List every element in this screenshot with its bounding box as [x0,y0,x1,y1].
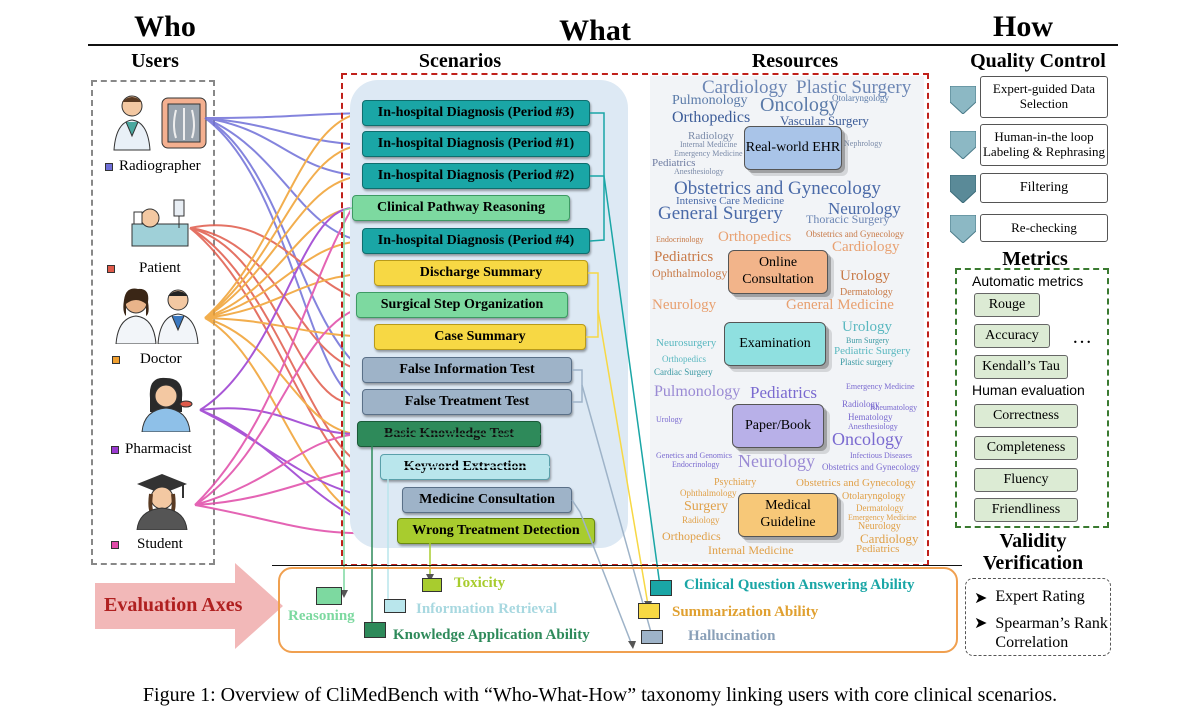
validity-spearman: ➤Spearman’s Rank Correlation [974,615,1108,652]
evaluation-axes-panel [278,567,958,653]
axis-reasoning: Reasoning [288,608,355,624]
header-rule [88,44,1118,46]
who-header: Who [134,10,196,43]
axis-toxicity-swatch [422,578,442,592]
axis-hallucination: Hallucination [688,628,776,644]
radiographer-icon [110,92,210,157]
axis-reasoning-swatch [316,587,342,605]
user-patient: Patient [107,260,181,277]
axis-information-retrieval-swatch [384,599,406,613]
scenario-surgical-step-organization: Surgical Step Organization [356,292,568,318]
pharmacist-icon [136,376,196,437]
resource-online-consultation: Online Consultation [728,250,828,294]
chevron-icon [950,215,976,243]
scenario-medicine-consultation: Medicine Consultation [402,487,572,513]
axis-knowledge-application: Knowledge Application Ability [393,627,590,643]
scenario-in-hospital-diagnosis-3: In-hospital Diagnosis (Period #3) [362,100,590,126]
metric-fluency: Fluency [974,468,1078,492]
scenario-discharge-summary: Discharge Summary [374,260,588,286]
metrics-subheader: Metrics [1002,248,1068,270]
resource-real-world-ehr: Real-world EHR [744,126,842,170]
qc-human-in-the-loop: Human-in-the loop Labeling & Rephrasing [980,124,1108,166]
student-icon [131,470,193,535]
quality-control-subheader: Quality Control [970,50,1106,72]
users-subheader: Users [131,50,179,72]
metric-completeness: Completeness [974,436,1078,460]
scenario-wrong-treatment-detection: Wrong Treatment Detection [397,518,595,544]
user-student: Student [111,536,183,553]
doctor-icon [112,286,202,349]
scenario-false-information-test: False Information Test [362,357,572,383]
qc-expert-guided-selection: Expert-guided Data Selection [980,76,1108,118]
scenario-in-hospital-diagnosis-2: In-hospital Diagnosis (Period #2) [362,163,590,189]
validity-expert-rating: ➤Expert Rating [974,588,1085,607]
scenario-in-hospital-diagnosis-4: In-hospital Diagnosis (Period #4) [362,228,590,254]
evaluation-axes-label: Evaluation Axes [104,594,243,616]
chevron-icon [950,86,976,114]
resource-paper-book: Paper/Book [732,404,824,448]
automatic-metrics-title: Automatic metrics [972,273,1084,289]
chevron-icon [950,175,976,203]
metrics-panel [955,268,1109,528]
axis-clinical-qa-swatch [650,580,672,596]
qc-re-checking: Re-checking [980,214,1108,242]
how-header: How [993,10,1053,43]
chevron-right-icon: ➤ [974,615,988,632]
scenarios-subheader: Scenarios [418,50,502,72]
axis-clinical-qa: Clinical Question Answering Ability [684,577,915,593]
figure-caption: Figure 1: Overview of CliMedBench with “… [142,684,1058,706]
metric-correctness: Correctness [974,404,1078,428]
axis-hallucination-swatch [641,630,663,644]
human-evaluation-title: Human evaluation [972,382,1085,398]
user-pharmacist: Pharmacist [111,441,192,458]
evaluation-axes-arrow [95,563,285,654]
metric-kendalls-tau: Kendall’s Tau [974,355,1068,379]
resource-examination: Examination [724,322,826,366]
scenario-false-treatment-test: False Treatment Test [362,389,572,415]
validity-panel [965,578,1111,656]
qc-filtering: Filtering [980,173,1108,203]
validity-subheader: Validity Verification [982,530,1084,574]
scenario-clinical-pathway-reasoning: Clinical Pathway Reasoning [352,195,570,221]
axis-toxicity: Toxicity [454,575,506,591]
patient-icon [130,198,192,255]
user-doctor: Doctor [112,351,182,368]
section-rule [272,565,962,566]
axis-knowledge-application-swatch [364,622,386,638]
chevron-right-icon: ➤ [974,590,988,607]
metrics-ellipsis: … [1072,326,1092,348]
what-header: What [559,14,631,47]
resource-medical-guideline: Medical Guideline [738,493,838,537]
resources-subheader: Resources [751,50,839,72]
user-radiographer: Radiographer [105,158,201,175]
metric-rouge: Rouge [974,293,1040,317]
metric-friendliness: Friendliness [974,498,1078,522]
users-panel [91,80,215,565]
metric-accuracy: Accuracy [974,324,1050,348]
axis-information-retrieval: Information Retrieval [416,601,558,617]
chevron-icon [950,131,976,159]
scenario-in-hospital-diagnosis-1: In-hospital Diagnosis (Period #1) [362,131,590,157]
axis-summarization: Summarization Ability [672,604,819,620]
scenario-case-summary: Case Summary [374,324,586,350]
axis-summarization-swatch [638,603,660,619]
